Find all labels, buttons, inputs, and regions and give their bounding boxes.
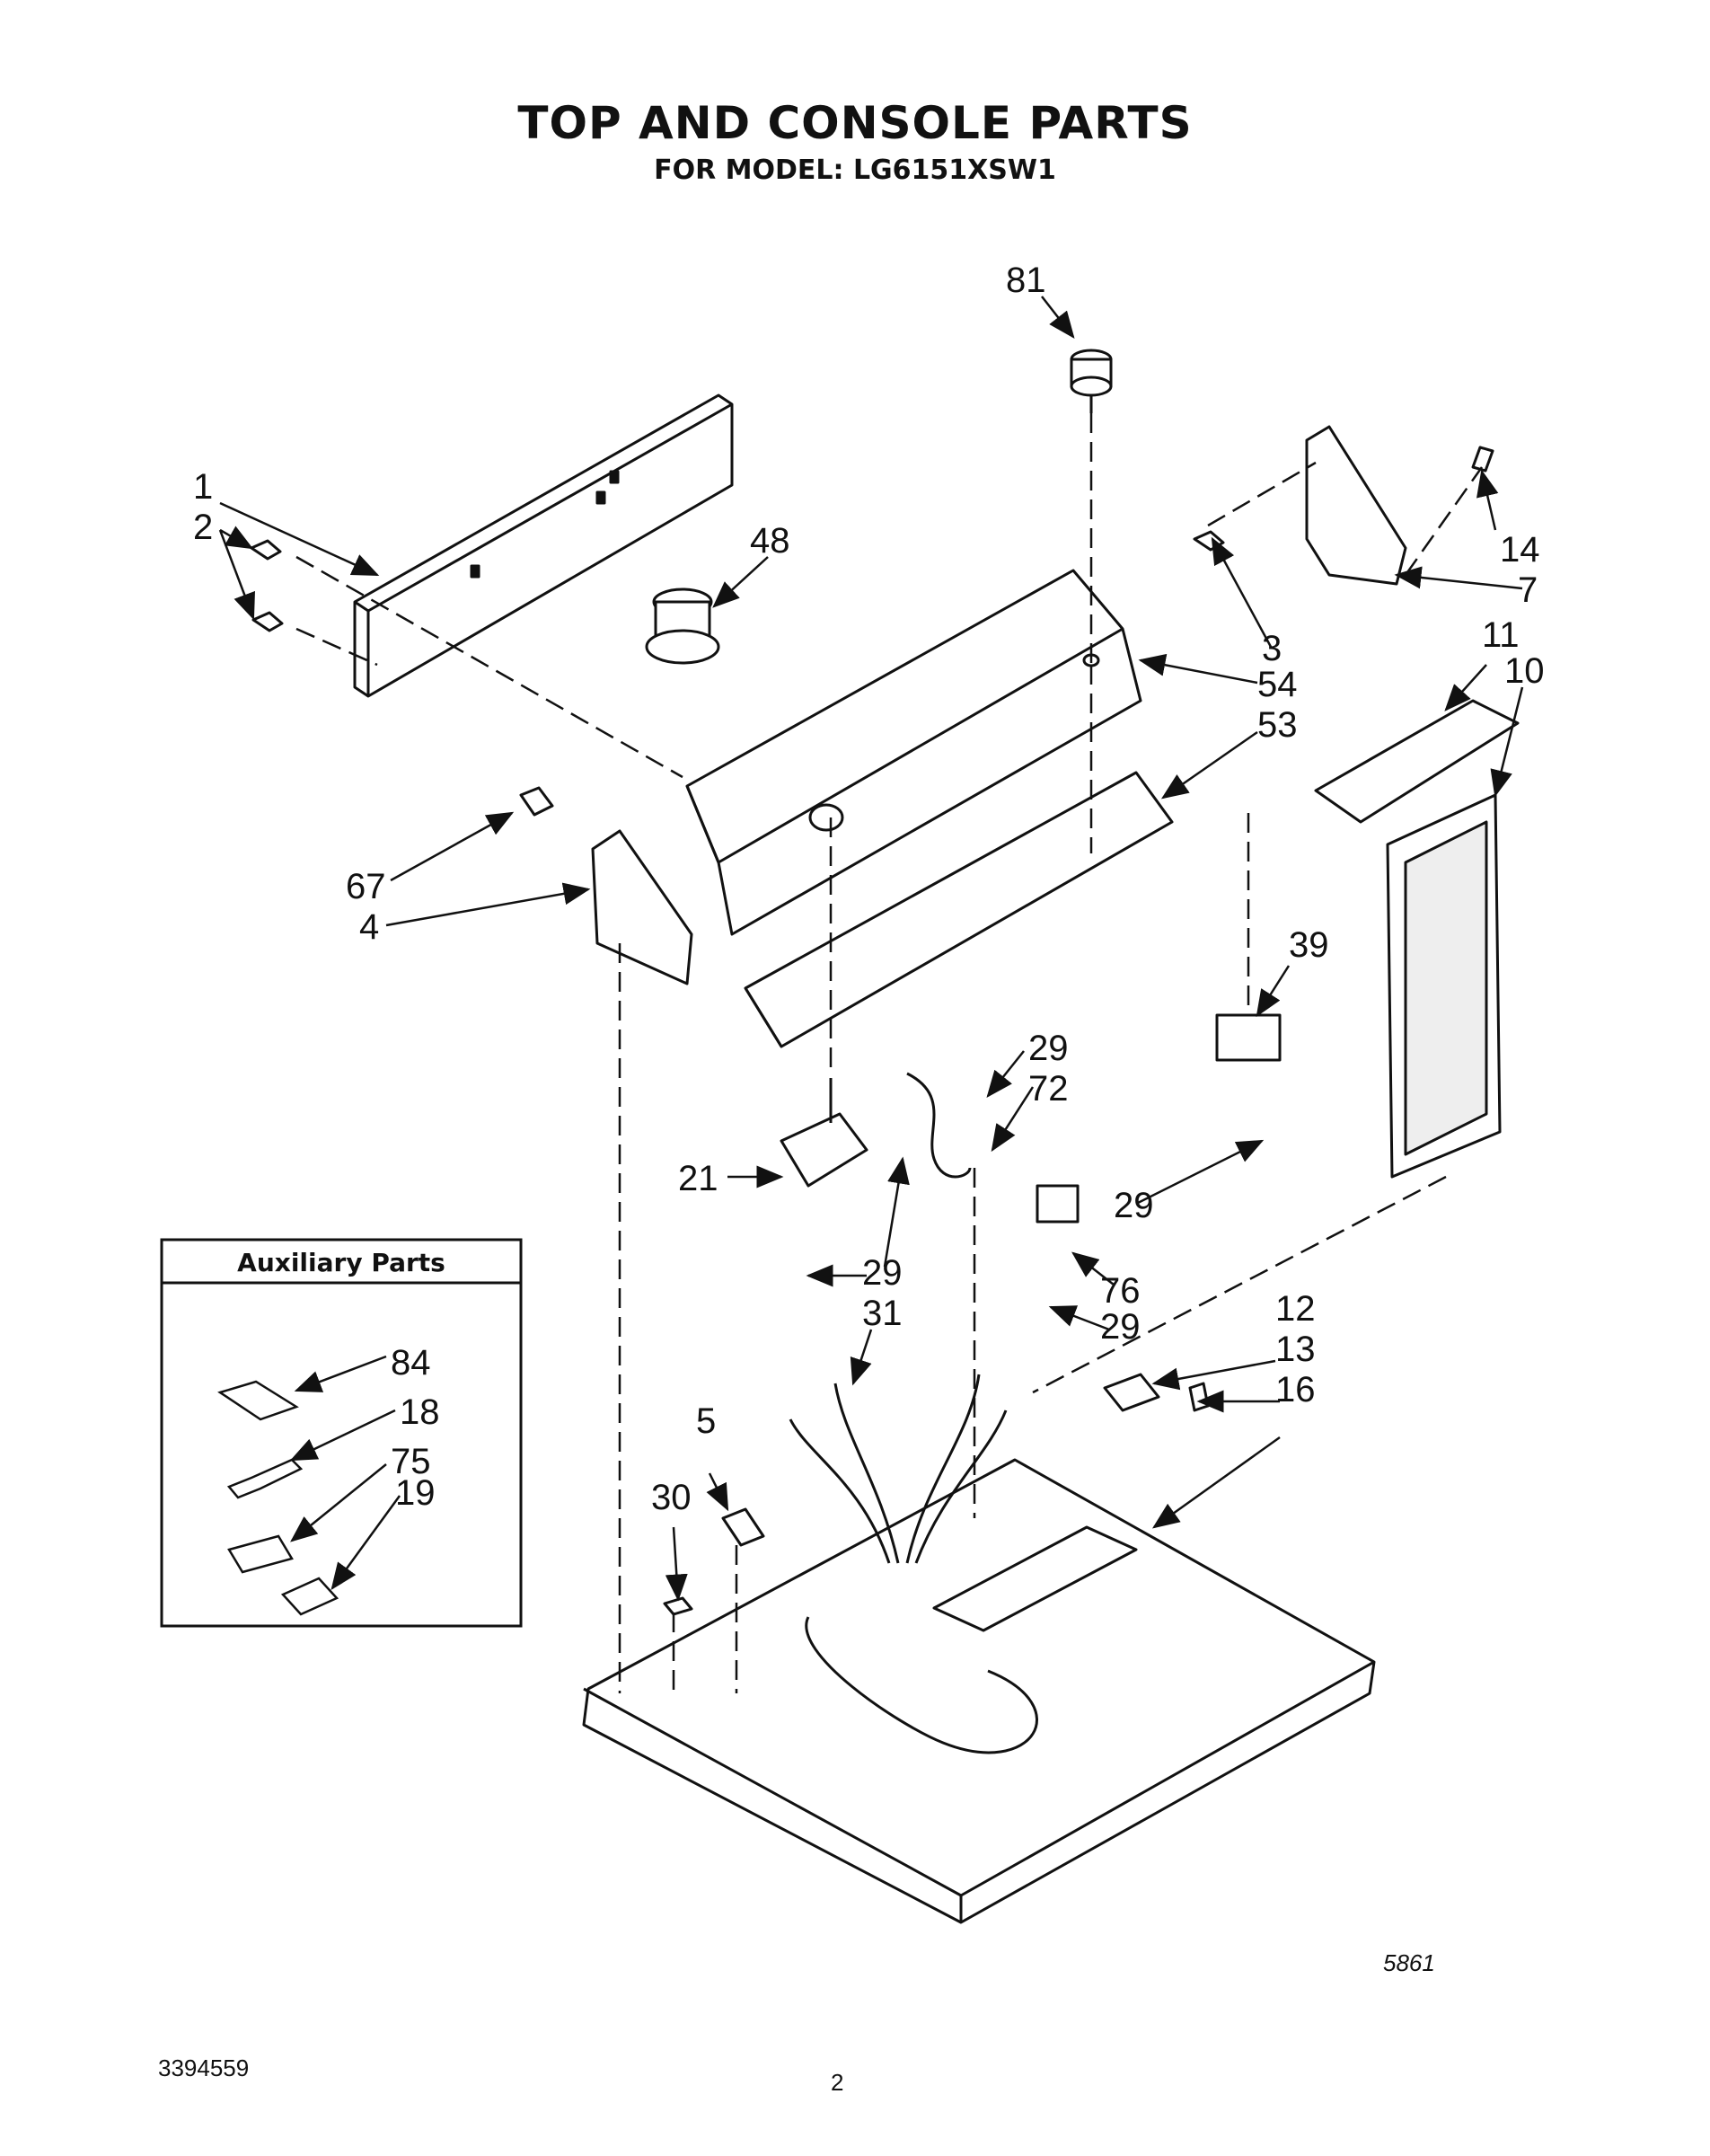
knob-part-48 — [645, 588, 720, 665]
callout-3: 3 — [1262, 629, 1282, 668]
bracket-part-5 — [721, 1507, 765, 1547]
callout-67: 67 — [346, 867, 386, 906]
callout-29-switch: 29 — [1114, 1186, 1154, 1225]
callout-18: 18 — [400, 1392, 440, 1432]
callout-7: 7 — [1518, 570, 1538, 610]
end-cap-part-4 — [591, 829, 693, 985]
ground-wire-part-72 — [906, 1072, 972, 1179]
connector-part-19 — [280, 1577, 339, 1616]
callout-39: 39 — [1289, 925, 1329, 965]
clip-part-30 — [663, 1596, 693, 1616]
lint-lid-part-11 — [1314, 699, 1520, 824]
callout-29-timer: 29 — [862, 1253, 903, 1293]
screw-part-14 — [1471, 446, 1494, 473]
callout-13: 13 — [1275, 1330, 1316, 1369]
rear-bracket-part — [353, 393, 734, 698]
page-number: 2 — [831, 2069, 844, 2096]
knob-part-81 — [1070, 349, 1113, 413]
callout-81: 81 — [1006, 261, 1046, 300]
callout-48: 48 — [750, 521, 790, 561]
top-panel-part-16 — [582, 1458, 1376, 1924]
callout-21: 21 — [678, 1159, 718, 1198]
callout-5: 5 — [696, 1401, 716, 1441]
switch-part-39 — [1215, 1013, 1282, 1062]
callout-75: 75 — [391, 1442, 431, 1481]
lint-screen-part-10 — [1386, 793, 1502, 1179]
callout-29-upper: 29 — [1028, 1029, 1069, 1068]
assembly-guide-lines — [295, 413, 1484, 1698]
screw-part-13 — [1188, 1382, 1210, 1412]
timer-part-21 — [780, 1078, 868, 1188]
terminal-part-18 — [226, 1458, 304, 1499]
callout-84: 84 — [391, 1343, 431, 1383]
callout-53: 53 — [1257, 705, 1298, 745]
callout-19: 19 — [395, 1473, 436, 1513]
callout-30: 30 — [651, 1478, 692, 1517]
callout-4: 4 — [359, 907, 379, 947]
connector-part-75 — [227, 1534, 294, 1574]
panel-part-53 — [744, 771, 1174, 1048]
callout-14: 14 — [1500, 530, 1540, 570]
end-cap-part-7 — [1305, 425, 1407, 586]
callout-10: 10 — [1504, 651, 1545, 691]
latch-part-12 — [1103, 1373, 1160, 1412]
terminal-part-84 — [217, 1380, 299, 1421]
callout-leaders — [218, 296, 1524, 1602]
callout-12: 12 — [1275, 1289, 1316, 1329]
model-subtitle: FOR MODEL: LG6151XSW1 — [654, 155, 1056, 186]
callout-76: 76 — [1100, 1271, 1141, 1311]
clip-part-67 — [519, 786, 554, 817]
callout-72: 72 — [1028, 1069, 1069, 1109]
callout-1: 1 — [193, 467, 213, 507]
drawing-number: 5861 — [1383, 1949, 1435, 1976]
sensor-part-76 — [1036, 1184, 1080, 1224]
callout-54: 54 — [1257, 665, 1298, 704]
callout-11: 11 — [1482, 615, 1520, 655]
screw-part-3 — [1193, 530, 1225, 552]
callout-31: 31 — [862, 1294, 903, 1333]
callout-2: 2 — [193, 508, 213, 547]
auxiliary-parts-title: Auxiliary Parts — [237, 1248, 445, 1277]
callout-16: 16 — [1275, 1370, 1316, 1409]
screws-part-2 — [250, 539, 284, 632]
page-title: TOP AND CONSOLE PARTS — [517, 97, 1193, 149]
wire-harness-part-31 — [789, 1374, 1038, 1754]
auxiliary-parts-box: Auxiliary Parts 84 18 75 19 — [160, 1238, 523, 1628]
document-number: 3394559 — [158, 2054, 250, 2081]
callout-29-sensor: 29 — [1100, 1307, 1141, 1347]
